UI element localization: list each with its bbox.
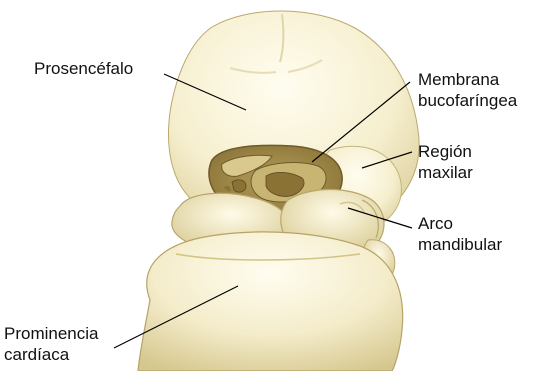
label-region-line2: maxilar [418,163,473,183]
label-arco-line2: mandibular [418,235,502,255]
label-arco-line1: Arco [418,214,453,234]
label-region-line1: Región [418,142,472,162]
label-prominencia-line2: cardíaca [4,345,69,365]
label-prosencefalo: Prosencéfalo [34,59,133,79]
label-membrana-line2: bucofaríngea [418,91,517,111]
label-membrana-line1: Membrana [418,70,499,90]
cardiac-prominence-shape [138,232,403,371]
label-prominencia-line1: Prominencia [4,324,99,344]
